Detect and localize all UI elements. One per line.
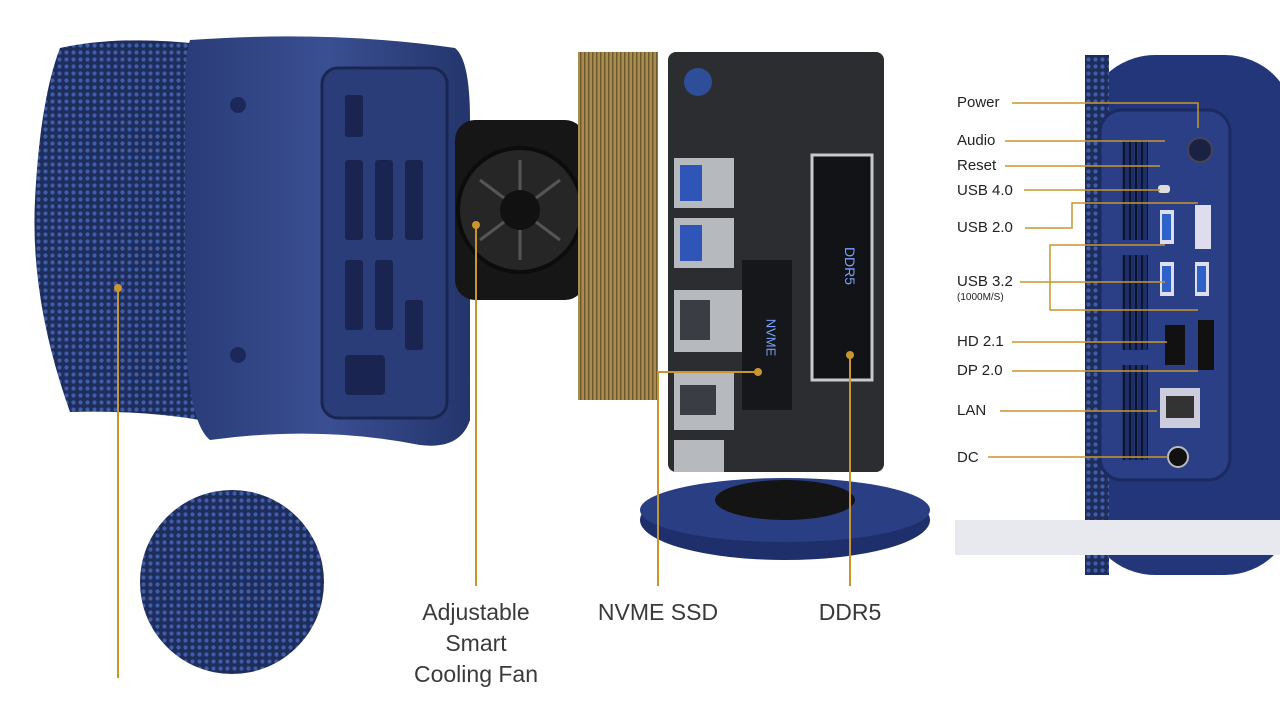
- port-label-usb32: USB 3.2: [957, 273, 1013, 290]
- fan-callout: Adjustable Smart Cooling Fan: [396, 597, 556, 690]
- callout-lines: [117, 225, 851, 678]
- device-shadow: [955, 520, 1280, 555]
- board-fan-knob: [684, 68, 712, 96]
- port-label-usb32-note: (1000M/S): [957, 292, 1004, 303]
- panel-vent-mid: [1122, 255, 1148, 350]
- fan-callout-line-3: Cooling Fan: [413, 661, 539, 687]
- ram-callout: DDR5: [818, 599, 882, 625]
- ssd-stick-label: NVME: [763, 318, 779, 357]
- port-label-power: Power: [957, 94, 1000, 111]
- ssd-stick: [742, 260, 792, 410]
- port-label-dp: DP 2.0: [957, 362, 1003, 379]
- port-label-audio: Audio: [957, 132, 996, 149]
- fan-callout-line-2: Smart: [445, 630, 507, 656]
- port-label-usb4: USB 4.0: [957, 182, 1013, 199]
- heatsink: [578, 52, 658, 400]
- port-label-lan: LAN: [957, 402, 987, 419]
- fan-callout-line-1: Adjustable: [422, 599, 530, 625]
- port-label-reset: Reset: [957, 157, 997, 174]
- port-label-dc: DC: [957, 449, 979, 466]
- ram-stick-label: DDR5: [842, 246, 859, 286]
- board-io: [674, 158, 754, 472]
- port-label-usb2: USB 2.0: [957, 219, 1013, 236]
- frame-ports: [345, 95, 423, 395]
- panel-vent-bottom: [1122, 365, 1148, 460]
- port-label-hdmi: HD 2.1: [957, 333, 1004, 350]
- power-button: [1187, 137, 1213, 163]
- ssd-callout: NVME SSD: [597, 599, 719, 625]
- fabric-shell: [34, 40, 200, 421]
- fabric-zoom: [140, 490, 324, 674]
- ram-stick: [810, 153, 874, 382]
- port-callout-lines: [988, 102, 1199, 458]
